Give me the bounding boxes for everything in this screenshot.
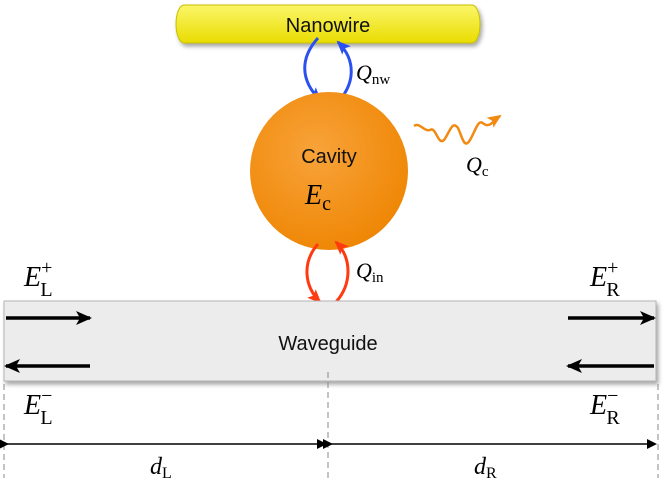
- field-right-minus-sub: R: [606, 407, 620, 429]
- field-left-minus-sup: −: [41, 385, 52, 407]
- nanowire-label: Nanowire: [286, 15, 370, 37]
- nanowire-coupling-arrow-down: [303, 36, 322, 102]
- field-right-minus-sup: −: [607, 385, 618, 407]
- field-left-minus: E−L: [23, 385, 53, 429]
- field-left-plus-sub: L: [40, 279, 52, 301]
- field-left-plus-sup: +: [41, 257, 52, 279]
- waveguide: [3, 300, 657, 382]
- q-in-label: Qin: [356, 258, 384, 286]
- q-c-label: Qc: [466, 152, 489, 180]
- field-right-plus-sup: +: [607, 257, 618, 279]
- q-in-main: Q: [356, 258, 372, 283]
- q-c-main: Q: [466, 152, 482, 177]
- q-c-sub: c: [482, 164, 489, 180]
- emission-wave: [413, 114, 502, 145]
- field-right-minus: E−R: [589, 385, 620, 429]
- q-nw-sub: nw: [372, 72, 391, 88]
- nanowire: [175, 4, 481, 44]
- cavity-energy-main: E: [304, 180, 322, 211]
- q-nw-main: Q: [356, 60, 372, 85]
- field-left-plus-main: E: [23, 262, 41, 293]
- waveguide-label: Waveguide: [278, 333, 377, 355]
- field-left-minus-main: E: [23, 390, 41, 421]
- field-left-plus: E+L: [23, 257, 53, 301]
- distance-right-sub: R: [486, 465, 497, 482]
- cavity-label: Cavity: [301, 146, 357, 168]
- input-coupling-arrow-down: [305, 243, 322, 304]
- input-coupling-arrow-up: [334, 240, 350, 303]
- distance-left-main: d: [150, 454, 163, 480]
- q-nw-label: Qnw: [356, 60, 390, 88]
- field-right-minus-main: E: [589, 390, 607, 421]
- field-right-plus: E+R: [589, 257, 620, 301]
- cavity: [250, 92, 408, 250]
- distance-right-main: d: [474, 454, 487, 480]
- field-left-minus-sub: L: [40, 407, 52, 429]
- distance-left-label: dL: [150, 454, 172, 482]
- field-right-plus-main: E: [589, 262, 607, 293]
- distance-right-label: dR: [474, 454, 497, 482]
- cavity-energy-sub: c: [322, 193, 331, 215]
- distance-left-sub: L: [162, 465, 172, 482]
- field-right-plus-sub: R: [606, 279, 620, 301]
- q-in-sub: in: [372, 270, 384, 286]
- cavity-energy: Ec: [304, 180, 331, 215]
